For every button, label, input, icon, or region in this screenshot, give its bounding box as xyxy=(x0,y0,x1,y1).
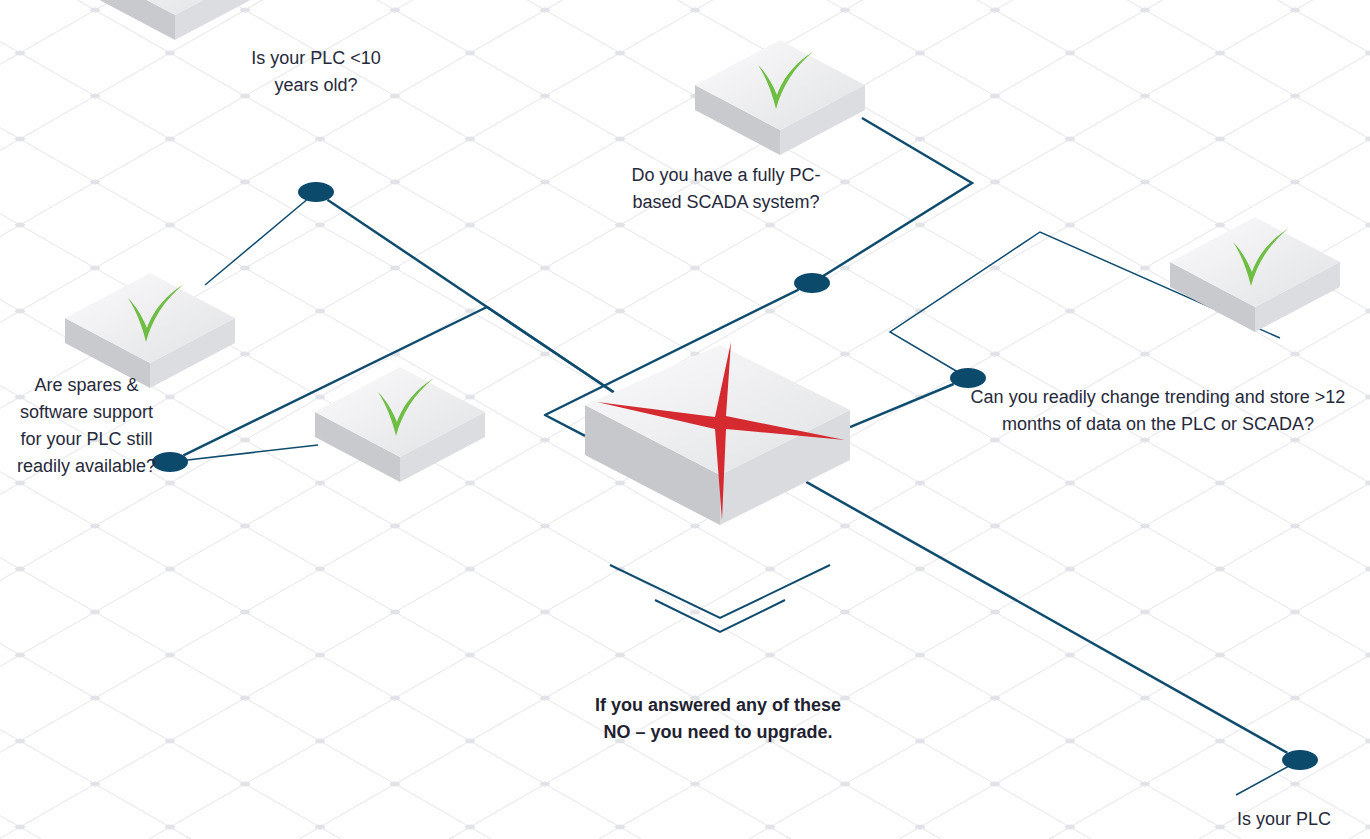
question-dot: Is your PLC xyxy=(1282,750,1318,770)
flow-connector xyxy=(806,482,1287,753)
check-tile xyxy=(695,40,865,155)
junction-dot xyxy=(298,182,334,202)
cross-mark xyxy=(597,342,845,520)
chevron xyxy=(610,565,830,618)
down-chevrons xyxy=(610,565,830,632)
branch-line xyxy=(205,192,316,285)
question-text: Can you readily change trending and stor… xyxy=(958,384,1358,438)
junction-dot xyxy=(152,452,188,472)
junction-dot xyxy=(1282,750,1318,770)
junction-dot xyxy=(950,368,986,388)
dot-shape xyxy=(950,368,986,388)
question-dot: Can you readily change trending and stor… xyxy=(950,368,986,388)
chevron xyxy=(655,600,785,632)
question-dot: Are spares & software support for your P… xyxy=(152,452,188,472)
branch-line xyxy=(170,445,318,462)
question-text: Are spares & software support for your P… xyxy=(14,372,159,480)
question-dot: Do you have a fully PC-based SCADA syste… xyxy=(794,273,830,293)
dot-shape xyxy=(298,182,334,202)
flow-connector xyxy=(183,307,613,455)
check-tile xyxy=(1170,217,1340,332)
branch-lines xyxy=(170,118,1300,795)
question-dot: Is your PLC <10 years old? xyxy=(298,182,334,202)
flow-connector xyxy=(850,384,954,427)
question-text: Do you have a fully PC-based SCADA syste… xyxy=(611,162,841,216)
tile-shape xyxy=(555,330,865,535)
check-tile xyxy=(90,0,260,40)
dot-shape xyxy=(794,273,830,293)
junction-dot xyxy=(794,273,830,293)
check-tile xyxy=(315,367,485,482)
question-text: Is your PLC xyxy=(1204,806,1364,833)
result-tile: If you answered any of these NO – you ne… xyxy=(555,330,865,535)
branch-line xyxy=(812,118,972,283)
question-text: Is your PLC <10 years old? xyxy=(236,45,396,99)
check-tile xyxy=(65,273,235,388)
dot-shape xyxy=(152,452,188,472)
result-note: If you answered any of these NO – you ne… xyxy=(583,692,853,746)
dot-shape xyxy=(1282,750,1318,770)
